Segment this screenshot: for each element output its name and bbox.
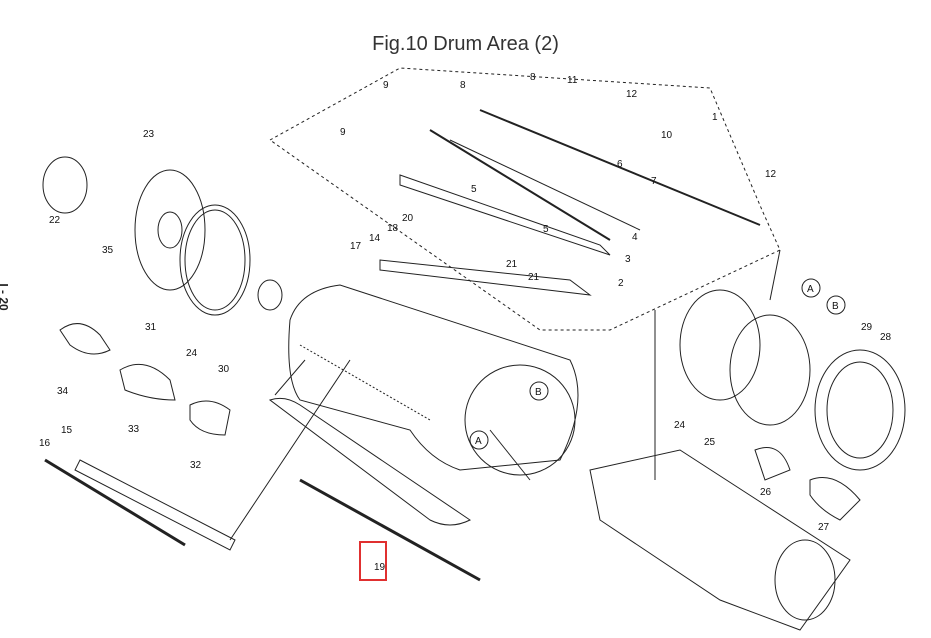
callout-22: 22 <box>49 215 61 226</box>
callout-3: 3 <box>625 254 631 265</box>
callout-19: 19 <box>374 562 386 573</box>
drum-body <box>288 284 579 471</box>
motor-housing <box>589 449 851 631</box>
ref-mark-b-ring <box>826 295 846 315</box>
baffle-strip-15 <box>74 459 236 551</box>
callout-8-b: 8 <box>460 80 466 91</box>
callout-30: 30 <box>218 364 230 375</box>
callout-7: 7 <box>651 176 657 187</box>
callout-10: 10 <box>661 130 673 141</box>
callout-28: 28 <box>880 332 892 343</box>
callout-20: 20 <box>402 213 414 224</box>
callout-12-a: 12 <box>626 89 638 100</box>
callout-9-a: 9 <box>383 80 389 91</box>
callout-8-a: 8 <box>530 72 536 83</box>
callout-32: 32 <box>190 460 202 471</box>
callout-14: 14 <box>369 233 381 244</box>
callout-24-a: 24 <box>186 348 198 359</box>
end-plate-31 <box>134 169 206 291</box>
callout-26: 26 <box>760 487 772 498</box>
callout-16: 16 <box>39 438 51 449</box>
callout-4: 4 <box>632 232 638 243</box>
callout-5-b: 5 <box>543 224 549 235</box>
callout-23: 23 <box>143 129 155 140</box>
callout-12-b: 12 <box>765 169 777 180</box>
top-assembly-boundary <box>269 67 781 331</box>
svg-text:B: B <box>832 301 839 312</box>
figure-title: Fig.10 Drum Area (2) <box>372 33 559 55</box>
bearing-22 <box>42 156 88 214</box>
ref-mark-b-drum <box>529 381 549 401</box>
ref-mark-a-drum <box>469 430 489 450</box>
svg-text:A: A <box>475 436 482 447</box>
callout-15: 15 <box>61 425 73 436</box>
callout-21-b: 21 <box>528 272 540 283</box>
callout-34: 34 <box>57 386 69 397</box>
callout-31: 31 <box>145 322 157 333</box>
ref-mark-a-ring <box>801 278 821 298</box>
callout-17: 17 <box>350 241 362 252</box>
callout-2: 2 <box>618 278 624 289</box>
svg-text:A: A <box>807 284 814 295</box>
callout-29: 29 <box>861 322 873 333</box>
ring-24-left <box>179 204 251 316</box>
callout-35: 35 <box>102 245 114 256</box>
callout-27: 27 <box>818 522 830 533</box>
callout-18: 18 <box>387 223 399 234</box>
ring-24-right <box>679 289 761 401</box>
highlight-part-19 <box>359 541 387 581</box>
rod-16 <box>44 458 186 547</box>
front-ring-28 <box>814 349 906 471</box>
callout-24-b: 24 <box>674 420 686 431</box>
callout-9-b: 9 <box>340 127 346 138</box>
callout-1: 1 <box>712 112 718 123</box>
svg-text:B: B <box>535 387 542 398</box>
ring-25 <box>729 314 811 426</box>
callout-25: 25 <box>704 437 716 448</box>
callout-33: 33 <box>128 424 140 435</box>
callout-6: 6 <box>617 159 623 170</box>
callout-11: 11 <box>567 75 578 86</box>
callout-5-a: 5 <box>471 184 477 195</box>
part-19-rod <box>299 478 481 582</box>
callout-21-a: 21 <box>506 259 518 270</box>
